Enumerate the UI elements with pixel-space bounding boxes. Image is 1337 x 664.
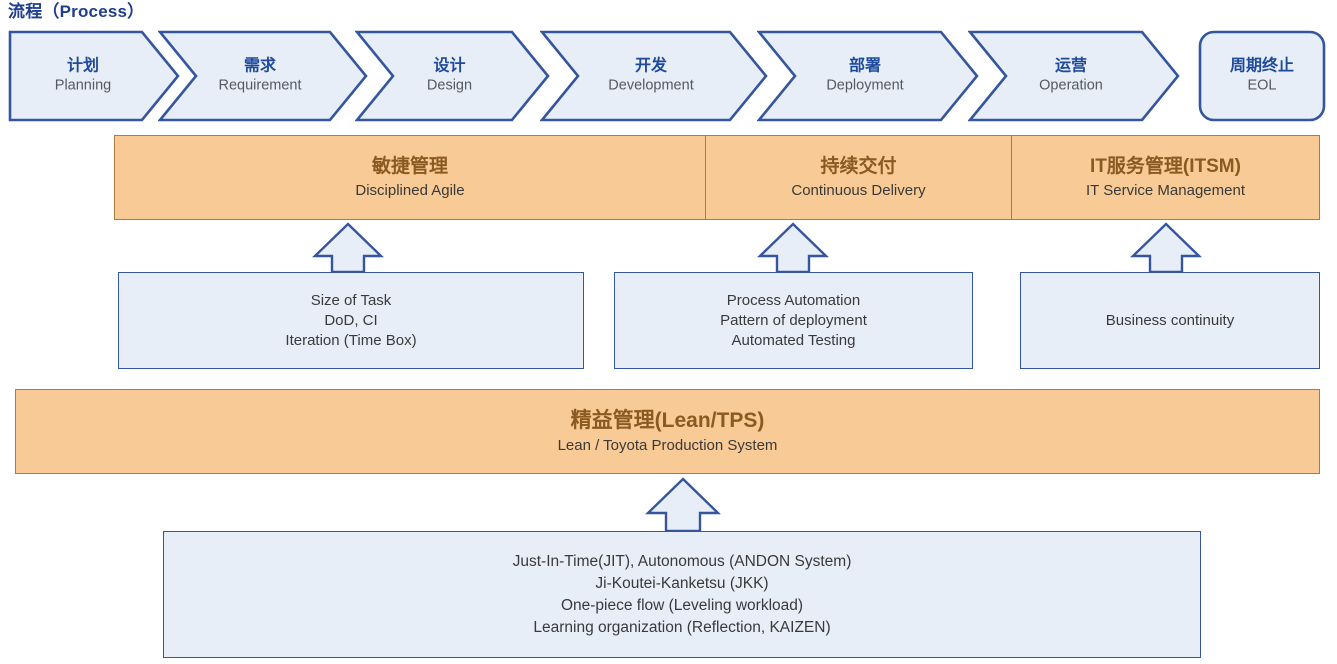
process-stage-development[interactable]: 开发 Development <box>540 30 768 122</box>
detail-line: Business continuity <box>1105 311 1235 329</box>
process-stage-requirement[interactable]: 需求 Requirement <box>158 30 368 122</box>
detail-line: Automated Testing <box>731 331 856 349</box>
foundation-detail-line: Ji-Koutei-Kanketsu (JKK) <box>595 574 769 592</box>
process-stage-planning[interactable]: 计划 Planning <box>8 30 180 122</box>
detail-line: Process Automation <box>726 291 861 309</box>
up-arrow-icon-lean <box>645 477 721 533</box>
detail-line: Pattern of deployment <box>720 311 867 329</box>
foundation-detail-line: One-piece flow (Leveling workload) <box>560 596 804 614</box>
detail-line: Iteration (Time Box) <box>285 331 417 349</box>
process-stage-deployment[interactable]: 部署 Deployment <box>757 30 979 122</box>
practice-label-en: Continuous Delivery <box>791 181 926 199</box>
up-arrow-icon-cd <box>757 222 829 274</box>
detail-box-itsm[interactable]: Business continuity <box>1020 272 1320 369</box>
practice-label-en: Disciplined Agile <box>355 181 465 199</box>
process-stage-row: 计划 Planning 需求 Requirement 设计 Design <box>0 30 1337 122</box>
practice-cell-itsm[interactable]: IT服务管理(ITSM) IT Service Management <box>1012 136 1319 219</box>
practice-label-cn: 敏捷管理 <box>371 155 448 177</box>
practice-cell-continuous-delivery[interactable]: 持续交付 Continuous Delivery <box>706 136 1012 219</box>
process-stage-eol[interactable]: 周期终止 EOL <box>1198 30 1326 122</box>
practice-label-cn: 持续交付 <box>820 155 897 177</box>
foundation-detail-line: Learning organization (Reflection, KAIZE… <box>533 618 831 636</box>
process-stage-operation[interactable]: 运营 Operation <box>968 30 1180 122</box>
practice-label-cn: IT服务管理(ITSM) <box>1090 155 1241 177</box>
foundation-detail-box[interactable]: Just-In-Time(JIT), Autonomous (ANDON Sys… <box>163 531 1201 658</box>
practice-cell-disciplined-agile[interactable]: 敏捷管理 Disciplined Agile <box>115 136 706 219</box>
detail-line: DoD, CI <box>324 311 378 329</box>
foundation-label-en: Lean / Toyota Production System <box>557 436 778 454</box>
up-arrow-icon-agile <box>312 222 384 274</box>
foundation-band[interactable]: 精益管理(Lean/TPS) Lean / Toyota Production … <box>15 389 1320 474</box>
practice-band: 敏捷管理 Disciplined Agile 持续交付 Continuous D… <box>114 135 1320 220</box>
foundation-label-cn: 精益管理(Lean/TPS) <box>570 408 765 432</box>
detail-box-cd[interactable]: Process Automation Pattern of deployment… <box>614 272 973 369</box>
detail-line: Size of Task <box>310 291 392 309</box>
practice-label-en: IT Service Management <box>1086 181 1245 199</box>
detail-box-agile[interactable]: Size of Task DoD, CI Iteration (Time Box… <box>118 272 584 369</box>
up-arrow-icon-itsm <box>1130 222 1202 274</box>
process-stage-design[interactable]: 设计 Design <box>355 30 550 122</box>
foundation-detail-line: Just-In-Time(JIT), Autonomous (ANDON Sys… <box>512 552 852 570</box>
page-title: 流程（Process） <box>8 2 145 21</box>
